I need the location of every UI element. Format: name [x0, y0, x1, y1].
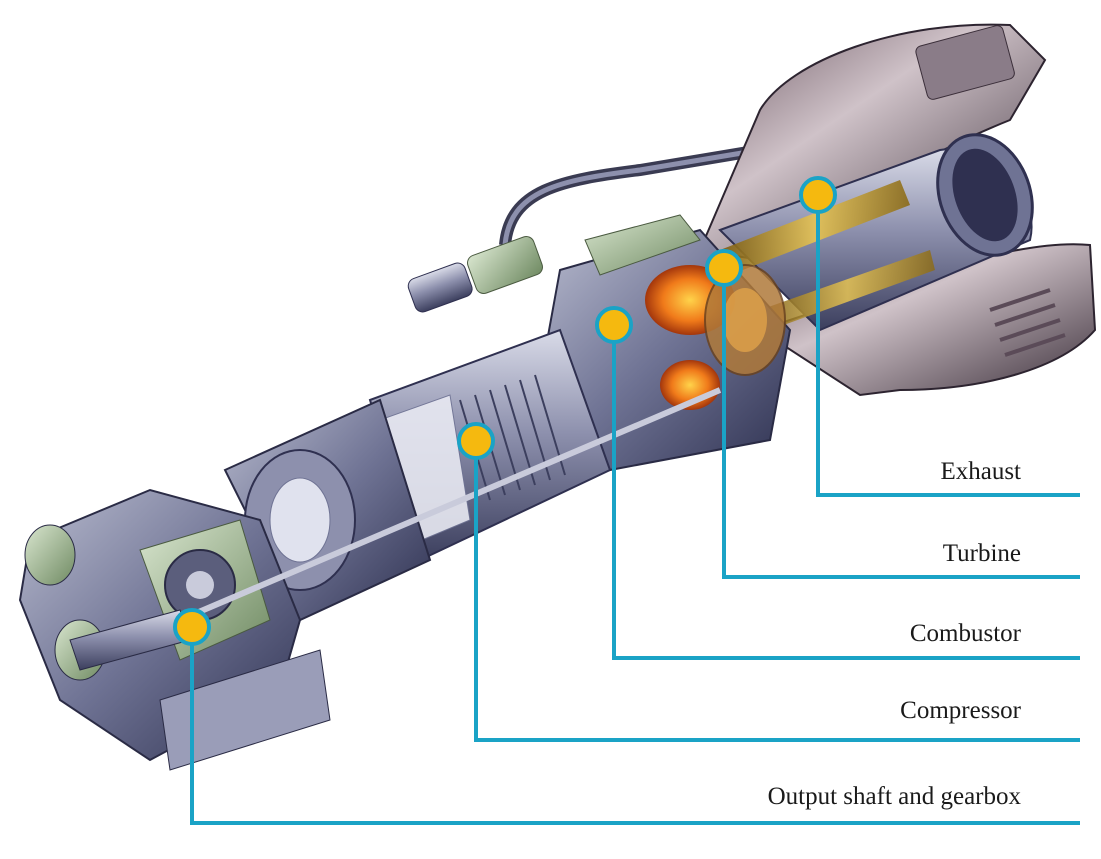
- turbine-disc-inner: [723, 288, 767, 352]
- intake-bellmouth-inner: [269, 477, 331, 563]
- exhaust-ribs: [989, 288, 1066, 357]
- label-compressor: Compressor: [900, 697, 1021, 724]
- label-combustor: Combustor: [909, 620, 1021, 647]
- gear-hub: [186, 571, 214, 599]
- leader-line-turbine: [722, 268, 1080, 579]
- marker-combustor: [595, 306, 633, 344]
- marker-turbine: [705, 249, 743, 287]
- label-turbine: Turbine: [942, 540, 1021, 567]
- leader-line-exhaust: [816, 195, 1080, 497]
- gearbox-port-upper: [24, 524, 76, 586]
- combustor-cover: [584, 214, 701, 276]
- marker-compressor: [457, 422, 495, 460]
- marker-output-shaft: [173, 608, 211, 646]
- leader-lines: [190, 195, 1080, 825]
- exhaust-grille: [915, 25, 1015, 100]
- exhaust-gold-liner-lower: [760, 250, 935, 330]
- leader-line-combustor: [612, 325, 1080, 660]
- label-exhaust: Exhaust: [940, 458, 1021, 485]
- marker-exhaust: [799, 176, 837, 214]
- exhaust-gold-liner: [720, 180, 910, 275]
- gearbox-base: [159, 649, 331, 771]
- exhaust-opening-inner: [952, 148, 1018, 242]
- main-shaft: [178, 387, 722, 623]
- markers: [173, 176, 837, 646]
- accessory-unit-1: [407, 262, 473, 313]
- accessory-unit-2: [467, 235, 543, 295]
- leader-line-output: [190, 627, 1080, 825]
- leader-line-compressor: [474, 441, 1080, 742]
- label-output-shaft-and-gearbox: Output shaft and gearbox: [767, 783, 1021, 810]
